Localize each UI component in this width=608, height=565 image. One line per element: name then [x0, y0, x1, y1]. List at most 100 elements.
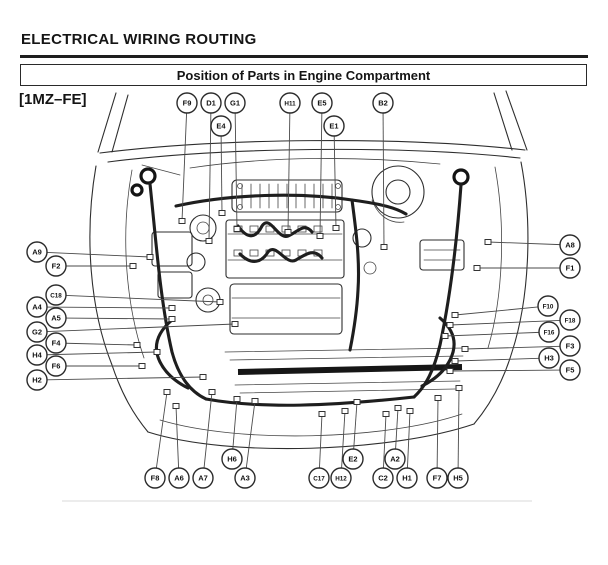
connector-mark — [163, 389, 171, 395]
callout-H11: H11 — [279, 92, 301, 235]
leader-line — [181, 112, 188, 222]
connector-mark — [332, 225, 340, 231]
callout-circle — [26, 321, 48, 343]
callout-label: A3 — [240, 474, 250, 483]
callout-label: H4 — [32, 351, 42, 360]
callout-circle — [45, 307, 67, 329]
leader-line — [406, 410, 411, 469]
callout-label: A9 — [32, 248, 42, 257]
connector-mark — [208, 389, 216, 395]
callout-circle — [384, 448, 406, 470]
callout-label: A5 — [51, 314, 61, 323]
callout-circle — [323, 115, 345, 137]
leader-line — [234, 112, 238, 230]
connector-mark — [153, 349, 161, 355]
leader-line — [464, 345, 561, 350]
callout-circle — [372, 467, 394, 489]
leader-line — [353, 401, 358, 450]
callout-C18: C18 — [45, 284, 224, 306]
leader-line — [65, 294, 221, 303]
callout-A6: A6 — [168, 403, 190, 489]
callout-label: F10 — [543, 304, 554, 311]
callout-label: H6 — [227, 455, 237, 464]
callout-label: B2 — [378, 99, 388, 108]
connector-mark — [231, 321, 239, 327]
connector-mark — [441, 333, 449, 339]
callout-circle — [372, 92, 394, 114]
callout-label: F6 — [52, 362, 61, 371]
leader-line — [208, 112, 212, 242]
leader-line — [449, 369, 561, 372]
callout-A4: A4 — [26, 296, 176, 318]
callout-circle — [279, 92, 301, 114]
connector-mark — [233, 226, 241, 232]
leader-line — [65, 342, 138, 346]
callout-label: G2 — [32, 328, 42, 337]
leader-line — [245, 400, 256, 469]
leader-line — [383, 413, 387, 469]
callout-label: E2 — [348, 455, 357, 464]
connector-mark — [199, 374, 207, 380]
connector-mark — [394, 405, 402, 411]
callout-circle — [538, 321, 560, 343]
callout-F2: F2 — [45, 255, 137, 277]
callout-circle — [45, 355, 67, 377]
callout-circle — [26, 241, 48, 263]
callout-F7: F7 — [426, 395, 448, 489]
callout-F3: F3 — [461, 335, 581, 357]
callout-A5: A5 — [45, 307, 176, 329]
callout-F9: F9 — [176, 92, 198, 224]
callout-E5: E5 — [311, 92, 333, 239]
connector-mark — [216, 299, 224, 305]
leader-line — [46, 323, 236, 333]
callout-H5: H5 — [447, 385, 469, 489]
engine-code-label: [1MZ–FE] — [19, 91, 87, 108]
callout-A2: A2 — [384, 405, 406, 470]
callout-circle — [45, 255, 67, 277]
callout-A8: A8 — [484, 234, 581, 256]
callout-E2: E2 — [342, 399, 364, 470]
callout-label: A8 — [565, 241, 575, 250]
connector-mark — [316, 233, 324, 239]
callout-circle — [559, 309, 581, 331]
connector-mark — [218, 210, 226, 216]
callout-label: F1 — [566, 264, 575, 273]
connector-mark — [129, 263, 137, 269]
leader-line — [319, 112, 323, 237]
leader-line — [444, 331, 540, 337]
leader-line — [175, 405, 180, 469]
leader-line — [487, 241, 561, 246]
connector-mark — [138, 363, 146, 369]
connector-mark — [446, 368, 454, 374]
callout-circle — [221, 448, 243, 470]
callout-label: H3 — [544, 354, 554, 363]
connector-mark — [168, 305, 176, 311]
callout-label: A4 — [32, 303, 42, 312]
callout-E4: E4 — [210, 115, 232, 216]
connector-mark — [233, 396, 241, 402]
leader-line — [395, 407, 399, 450]
callout-H12: H12 — [330, 408, 352, 489]
callout-H2: H2 — [26, 369, 207, 391]
callout-circle — [26, 344, 48, 366]
connector-mark — [455, 385, 463, 391]
callout-H1: H1 — [396, 408, 418, 489]
connector-mark — [318, 411, 326, 417]
callout-circle — [308, 467, 330, 489]
connector-mark — [251, 398, 259, 404]
connector-mark — [133, 342, 141, 348]
callout-label: A2 — [390, 455, 400, 464]
leader-line — [46, 376, 204, 381]
callout-circle — [144, 467, 166, 489]
scan-artifact — [62, 500, 532, 502]
callout-B2: B2 — [372, 92, 394, 250]
callout-label: C18 — [50, 293, 62, 300]
callout-F4: F4 — [45, 332, 141, 354]
callout-circle — [559, 359, 581, 381]
leader-line — [449, 319, 561, 326]
callout-circle — [45, 332, 67, 354]
callout-circle — [210, 115, 232, 137]
connector-mark — [284, 229, 292, 235]
callout-label: A7 — [198, 474, 208, 483]
